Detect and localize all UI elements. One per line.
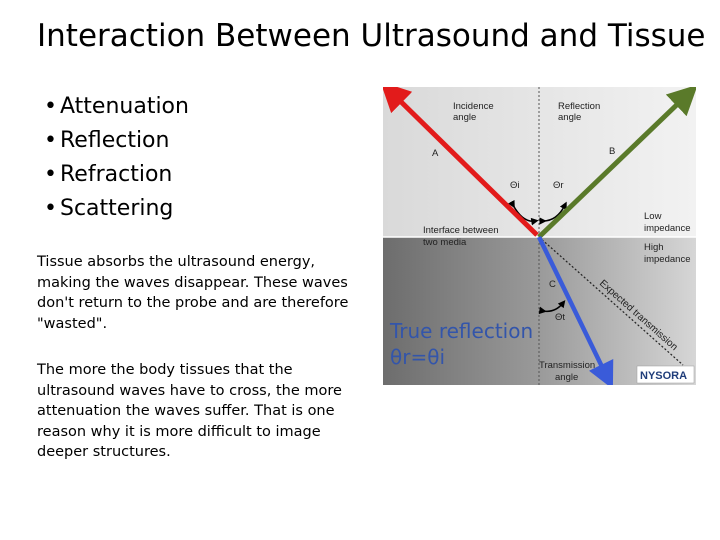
bullet-label: Scattering: [60, 196, 174, 221]
bullet-label: Refraction: [60, 162, 173, 187]
interface-label: Interface between: [423, 225, 499, 236]
bullet-item-refraction: •Refraction: [44, 158, 189, 192]
transmission-angle-label: Transmission: [539, 360, 595, 371]
bullet-dot: •: [44, 94, 57, 119]
bullet-label: Attenuation: [60, 94, 189, 119]
low-impedance-label-2: impedance: [644, 223, 690, 234]
reflection-label: Reflection: [558, 101, 600, 112]
reflected-beam-arrow: [537, 87, 696, 239]
high-impedance-label: High: [644, 242, 664, 253]
bullet-dot: •: [44, 196, 57, 221]
incidence-label: Incidence: [453, 101, 494, 112]
incident-beam-arrow: [383, 87, 539, 237]
true-reflection-label: True reflection: [390, 319, 534, 343]
slide-title: Interaction Between Ultrasound and Tissu…: [37, 18, 706, 54]
bullet-item-scattering: •Scattering: [44, 192, 189, 226]
true-reflection-annotation: True reflection θr=θi: [390, 318, 533, 370]
incidence-angle-arc: [507, 199, 539, 226]
theta-t-label: Θt: [555, 312, 565, 323]
reflection-label-2: angle: [558, 112, 581, 123]
high-impedance-label-2: impedance: [644, 254, 690, 265]
transmission-angle-label-2: angle: [555, 372, 578, 383]
label-a: A: [432, 148, 439, 159]
expected-transmission-line: [538, 236, 684, 366]
incidence-label-2: angle: [453, 112, 476, 123]
bullet-dot: •: [44, 162, 57, 187]
theta-i-label: Θi: [510, 180, 520, 191]
transmission-angle-arc: [538, 300, 566, 315]
transmitted-beam-arrow: [536, 236, 614, 385]
bullet-item-reflection: •Reflection: [44, 124, 189, 158]
nysora-logo: NYSORA: [640, 370, 687, 382]
bullet-list: •Attenuation •Reflection •Refraction •Sc…: [44, 90, 189, 226]
bullet-item-attenuation: •Attenuation: [44, 90, 189, 124]
interface-label-2: two media: [423, 237, 467, 248]
low-impedance-label: Low: [644, 211, 662, 222]
angle-equality-label: θr=θi: [390, 345, 446, 369]
reflection-angle-arc: [539, 201, 567, 225]
bullet-label: Reflection: [60, 128, 170, 153]
attenuation-paragraph: Tissue absorbs the ultrasound energy, ma…: [37, 254, 349, 332]
label-c: C: [549, 279, 556, 290]
label-b: B: [609, 146, 615, 157]
ultrasound-reflection-diagram: Incidence angle Reflection angle A B Θi …: [383, 87, 696, 385]
nysora-logo-box: [636, 365, 695, 384]
bullet-dot: •: [44, 128, 57, 153]
depth-paragraph: The more the body tissues that the ultra…: [37, 362, 342, 460]
theta-r-label: Θr: [553, 180, 564, 191]
